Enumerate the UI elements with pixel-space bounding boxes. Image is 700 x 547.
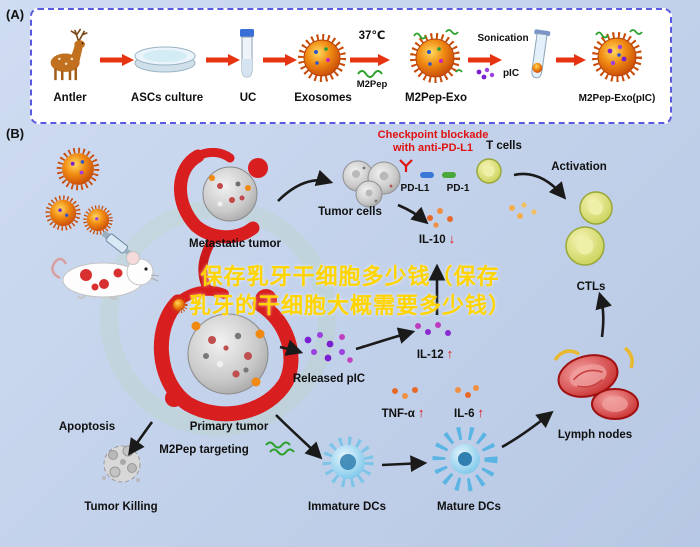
metastatic-tumor-icon bbox=[174, 148, 268, 244]
il10-direction-arrow: ↓ bbox=[448, 231, 456, 246]
exosome-icon bbox=[298, 34, 346, 82]
checkpoint-line2: with anti-PD-L1 bbox=[392, 142, 474, 155]
nanoparticle-icon bbox=[83, 205, 113, 235]
il6-label: IL-6↑ bbox=[440, 405, 498, 421]
tnf-direction-arrow: ↑ bbox=[417, 405, 425, 420]
red-arrow-icon bbox=[263, 54, 297, 66]
lymph-nodes-icon bbox=[553, 346, 639, 420]
apoptotic-tumor-icon bbox=[102, 445, 141, 483]
activation-label: Activation bbox=[551, 161, 607, 173]
il10-dots-icon bbox=[417, 208, 453, 228]
metastatic-tumor-label: Metastatic tumor bbox=[188, 238, 282, 250]
petri-dish-icon bbox=[134, 46, 196, 73]
cytokine-dots-icon bbox=[509, 202, 537, 219]
checkpoint-line1: Checkpoint blockade bbox=[377, 129, 489, 141]
red-arrow-icon bbox=[206, 54, 240, 66]
vessel-path bbox=[198, 232, 219, 293]
tumor-cells-icon bbox=[342, 160, 401, 208]
tnf-label: TNF-α↑ bbox=[370, 405, 436, 421]
m2pep-targeting-squiggle-icon bbox=[265, 441, 295, 456]
m2pep-exo-icon bbox=[410, 29, 463, 83]
immature-dcs-label: Immature DCs bbox=[308, 501, 386, 513]
primary-tumor-label: Primary tumor bbox=[189, 421, 269, 433]
vessel-connector bbox=[198, 232, 219, 293]
mature-dcs-label: Mature DCs bbox=[437, 501, 501, 513]
targeting-exosome-icon bbox=[170, 296, 188, 314]
red-arrow-icon bbox=[468, 54, 502, 66]
nanoparticle-icon bbox=[56, 147, 100, 191]
apoptosis-label: Apoptosis bbox=[58, 421, 116, 433]
checkpoint-label: Checkpoint blockade with anti-PD-L1 bbox=[368, 129, 498, 155]
step-label-m2pep-exo-pic: M2Pep-Exo(pIC) bbox=[578, 93, 656, 104]
pic-label: pIC bbox=[502, 68, 520, 79]
tumor-cells-label: Tumor cells bbox=[318, 206, 382, 218]
pd-receptor-icons bbox=[420, 172, 456, 178]
tumor-killing-label: Tumor Killing bbox=[84, 501, 158, 513]
ctl-cells-icon bbox=[565, 191, 613, 266]
step-label-uc: UC bbox=[239, 92, 257, 104]
m2pep-squiggle-icon bbox=[357, 70, 383, 78]
sonication-tube-icon bbox=[531, 29, 551, 79]
panel-b-tag: (B) bbox=[6, 126, 25, 141]
il10-name: IL-10 bbox=[418, 234, 446, 246]
step-label-exosomes: Exosomes bbox=[294, 92, 352, 104]
sonication-label: Sonication bbox=[477, 33, 529, 44]
watermark-line2: 乳牙的干细胞大概需要多少钱） bbox=[188, 293, 511, 318]
il6-dots-icon bbox=[455, 385, 479, 398]
il6-name: IL-6 bbox=[454, 408, 475, 420]
released-pic-dots-icon bbox=[304, 332, 353, 363]
nanoparticle-icon bbox=[45, 195, 81, 231]
immature-dc-icon bbox=[322, 436, 374, 488]
il12-name: IL-12 bbox=[416, 349, 444, 361]
m2pep-exo-pic-icon bbox=[592, 29, 643, 82]
centrifuge-tube-icon bbox=[240, 29, 254, 78]
il12-dots-icon bbox=[415, 322, 451, 336]
panel-a-box bbox=[30, 8, 672, 124]
deer-antler-icon bbox=[50, 28, 88, 81]
m2pep-label: M2Pep bbox=[356, 79, 388, 90]
t-cell-icon bbox=[476, 158, 502, 184]
pd-1-label: PD-1 bbox=[446, 183, 470, 194]
lymph-nodes-label: Lymph nodes bbox=[557, 429, 633, 441]
antibody-icon bbox=[399, 159, 413, 172]
il10-label: IL-10↓ bbox=[405, 231, 469, 247]
syringe-icon bbox=[101, 230, 138, 261]
red-arrow-icon bbox=[100, 54, 134, 66]
step-label-ascs-culture: ASCs culture bbox=[130, 92, 204, 104]
t-cells-label: T cells bbox=[486, 140, 522, 152]
red-arrow-icon bbox=[556, 54, 586, 66]
panel-a-tag: (A) bbox=[6, 7, 25, 22]
tnf-dots-icon bbox=[392, 387, 418, 399]
il6-direction-arrow: ↑ bbox=[477, 405, 484, 420]
mouse-icon bbox=[51, 251, 160, 300]
pic-dots-icon bbox=[476, 67, 495, 80]
temperature-label: 37℃ bbox=[358, 30, 386, 42]
il12-direction-arrow: ↑ bbox=[446, 346, 454, 361]
il12-label: IL-12↑ bbox=[403, 346, 467, 362]
m2pep-targeting-label: M2Pep targeting bbox=[159, 444, 249, 456]
primary-tumor-icon bbox=[153, 285, 299, 422]
red-arrow-icon bbox=[350, 54, 390, 66]
mature-dc-icon bbox=[432, 426, 498, 492]
step-label-m2pep-exo: M2Pep-Exo bbox=[405, 92, 467, 104]
step-label-antler: Antler bbox=[53, 92, 87, 104]
ctls-label: CTLs bbox=[576, 281, 606, 293]
watermark-line1: 保存乳牙干细胞多少钱（保存 bbox=[200, 264, 500, 289]
tnf-name: TNF-α bbox=[381, 408, 415, 420]
pd-l1-label: PD-L1 bbox=[400, 183, 430, 194]
released-pic-label: Released pIC bbox=[292, 373, 366, 385]
